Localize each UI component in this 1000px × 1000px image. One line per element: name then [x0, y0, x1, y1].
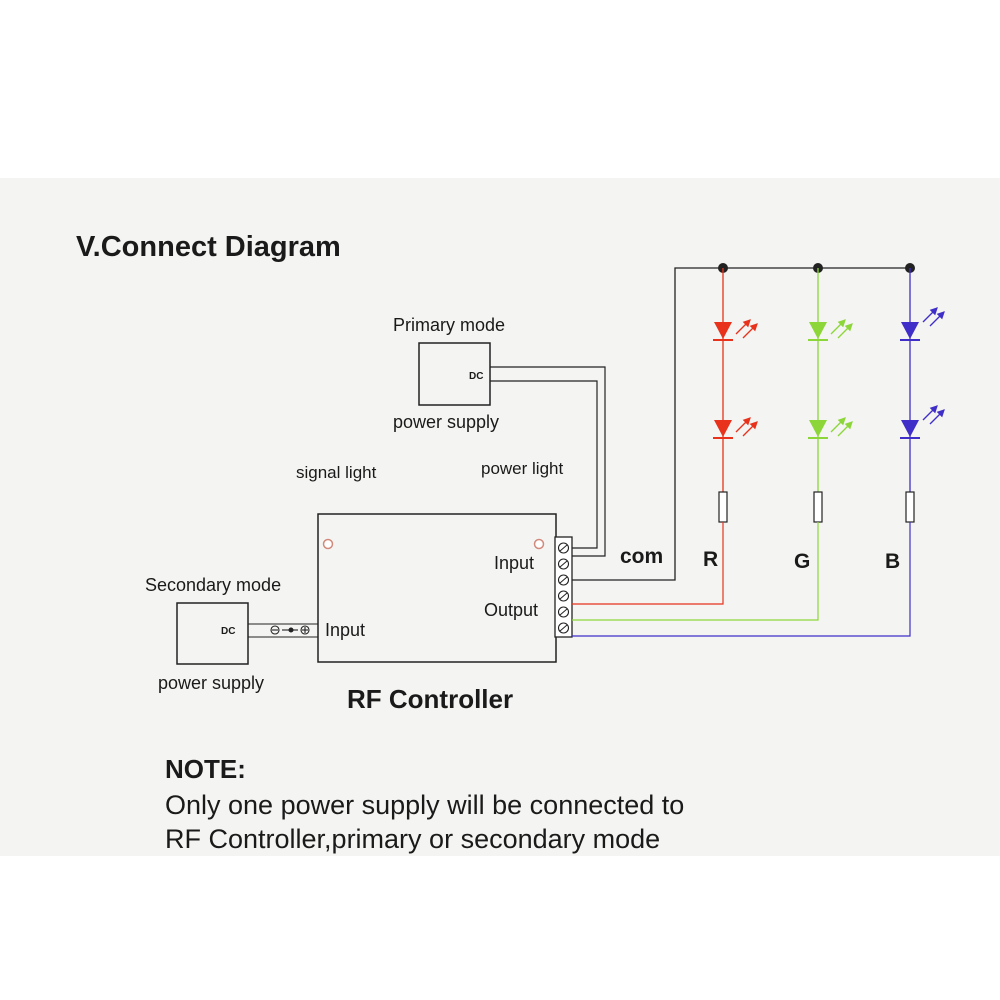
rf-controller-label: RF Controller [347, 684, 513, 714]
controller-input-label: Input [494, 553, 534, 573]
secondary-power-supply-label: power supply [158, 673, 264, 693]
com-wire [572, 267, 910, 581]
secondary-mode-label: Secondary mode [145, 575, 281, 595]
red-led-string [572, 268, 758, 605]
primary-mode-label: Primary mode [393, 315, 505, 335]
controller-input-left-label: Input [325, 620, 365, 640]
primary-supply-wires [490, 366, 606, 557]
dc-jack-connector [248, 623, 318, 638]
signal-light-indicator [322, 538, 334, 550]
b-channel-label: B [885, 550, 900, 573]
secondary-power-supply-box [176, 602, 249, 665]
primary-power-supply-box [418, 342, 491, 406]
terminal-block [554, 536, 573, 638]
secondary-dc-label: DC [221, 626, 235, 637]
blue-led-string [572, 268, 945, 637]
r-channel-label: R [703, 548, 718, 571]
power-light-label: power light [481, 459, 563, 478]
paper-sheet [0, 178, 1000, 856]
diagram-title: V.Connect Diagram [76, 231, 341, 263]
primary-dc-label: DC [469, 371, 483, 382]
primary-power-supply-label: power supply [393, 412, 499, 432]
g-channel-label: G [794, 550, 810, 573]
controller-output-label: Output [484, 600, 538, 620]
note-line-1: Only one power supply will be connected … [165, 790, 684, 820]
note-heading: NOTE: [165, 754, 246, 784]
com-label: com [620, 545, 663, 568]
signal-light-label: signal light [296, 463, 377, 482]
note-line-2: RF Controller,primary or secondary mode [165, 824, 660, 854]
green-led-string [572, 268, 853, 621]
power-light-indicator [533, 538, 545, 550]
